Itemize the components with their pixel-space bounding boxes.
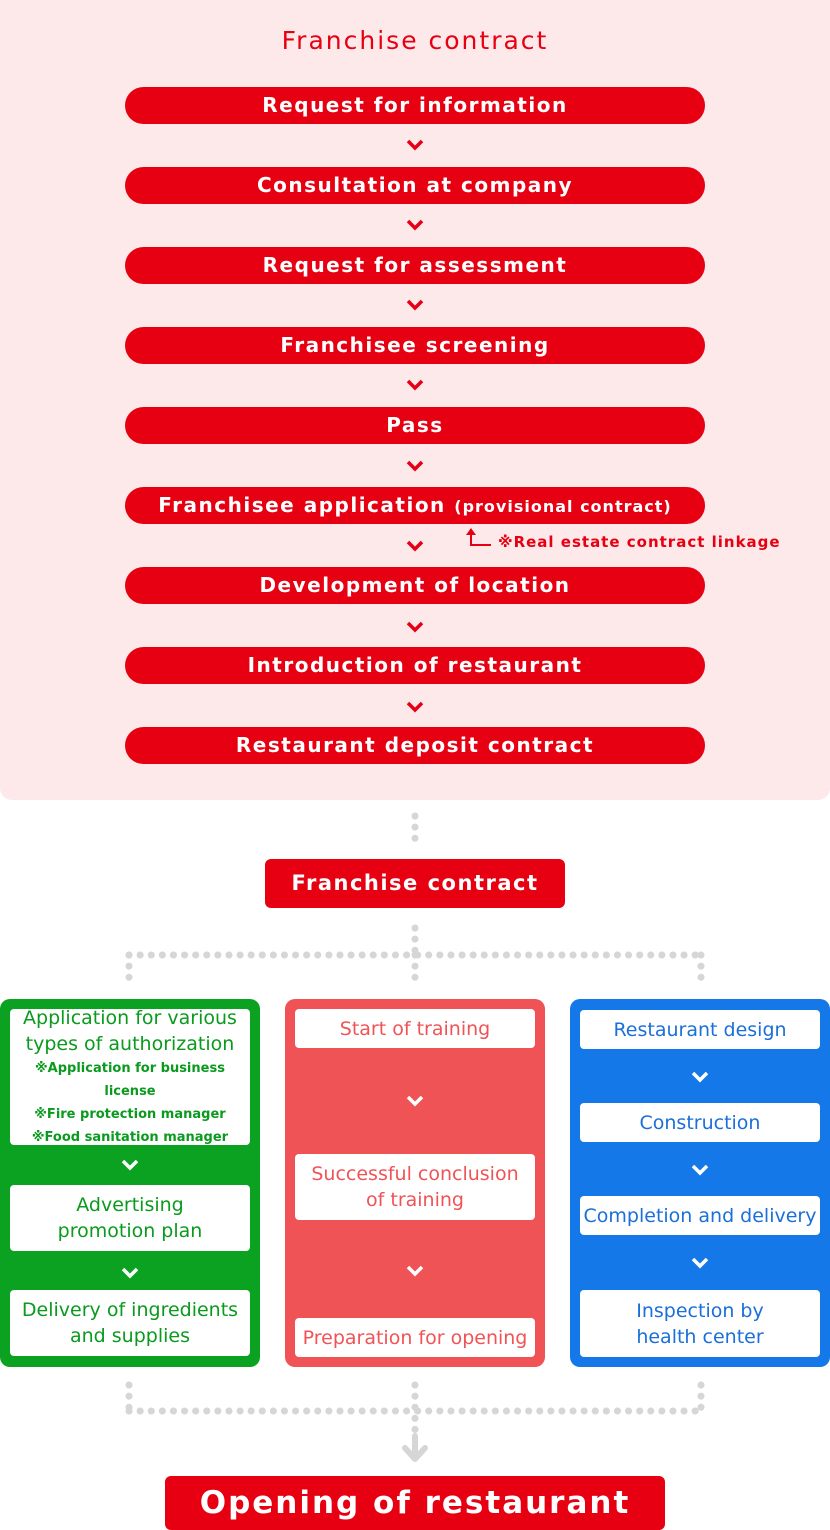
chevron-down-icon [691, 1257, 709, 1269]
step-label: Franchisee screening [280, 333, 550, 357]
card-start-of-training: Start of training [295, 1009, 535, 1048]
chevron-down-icon [406, 460, 424, 472]
real-estate-note: ※Real estate contract linkage [498, 533, 781, 551]
chevron-down-icon [406, 299, 424, 311]
step-restaurant-deposit-contract: Restaurant deposit contract [125, 727, 705, 764]
card-delivery-of-ingredients: Delivery of ingredients and supplies [10, 1290, 250, 1356]
chevron-down-icon [406, 139, 424, 151]
card-note: ※Application for business license [35, 1061, 225, 1099]
step-label: Request for assessment [262, 253, 568, 277]
chevron-down-icon [691, 1071, 709, 1083]
card-title: Construction [639, 1111, 761, 1134]
hooked-up-arrow-icon [466, 528, 491, 546]
card-note: ※Food sanitation manager [31, 1130, 229, 1145]
card-authorization: Application for various types of authori… [10, 1007, 250, 1145]
card-successful-conclusion-of-training: Successful conclusion of training [295, 1154, 535, 1220]
card-title: Advertising promotion plan [57, 1194, 203, 1242]
card-title: Successful conclusion of training [311, 1163, 519, 1211]
card-title: Start of training [339, 1017, 491, 1040]
card-title: Inspection by health center [636, 1299, 764, 1348]
dotted-connectors [125, 812, 705, 1462]
step-request-for-assessment: Request for assessment [125, 247, 705, 284]
chevron-down-icon [406, 540, 424, 552]
card-construction: Construction [580, 1103, 820, 1142]
card-restaurant-design: Restaurant design [580, 1010, 820, 1049]
chevron-down-icon [406, 1265, 424, 1277]
step-label: Consultation at company [256, 173, 574, 197]
step-request-for-information: Request for information [125, 87, 705, 124]
step-label: Introduction of restaurant [247, 653, 583, 677]
step-franchisee-application: Franchisee application (provisional cont… [125, 487, 705, 524]
chevron-down-icon [406, 1095, 424, 1107]
chevron-down-icon [406, 621, 424, 633]
step-pass: Pass [125, 407, 705, 444]
chevron-down-icon [406, 701, 424, 713]
card-preparation-for-opening: Preparation for opening [295, 1318, 535, 1357]
card-title: Delivery of ingredients and supplies [21, 1299, 239, 1347]
card-completion-and-delivery: Completion and delivery [580, 1196, 820, 1235]
step-consultation-at-company: Consultation at company [125, 167, 705, 204]
top-section-title: Franchise contract [281, 26, 549, 55]
card-title: Completion and delivery [583, 1204, 817, 1227]
chevron-down-icon [121, 1267, 139, 1279]
step-label: Pass [386, 413, 444, 437]
card-title: Application for various types of authori… [23, 1007, 237, 1055]
step-franchisee-screening: Franchisee screening [125, 327, 705, 364]
chevron-down-icon [406, 379, 424, 391]
step-development-of-location: Development of location [125, 567, 705, 604]
card-title: Restaurant design [613, 1018, 787, 1041]
arrow-down-icon [402, 1433, 428, 1462]
franchise-contract-box: Franchise contract [265, 859, 565, 908]
step-introduction-of-restaurant: Introduction of restaurant [125, 647, 705, 684]
chevron-down-icon [406, 219, 424, 231]
step-sublabel: (provisional contract) [454, 497, 672, 516]
step-label: Request for information [262, 93, 568, 117]
card-title: Preparation for opening [302, 1326, 528, 1349]
opening-of-restaurant-box: Opening of restaurant [165, 1476, 665, 1530]
chevron-down-icon [121, 1159, 139, 1171]
card-inspection-by-health-center: Inspection by health center [580, 1290, 820, 1357]
card-note: ※Fire protection manager [34, 1107, 226, 1122]
card-advertising-promotion-plan: Advertising promotion plan [10, 1185, 250, 1251]
step-label: Development of location [259, 573, 571, 597]
chevron-down-icon [691, 1164, 709, 1176]
step-label: Restaurant deposit contract [235, 733, 595, 757]
step-label: Franchisee application [158, 493, 446, 517]
